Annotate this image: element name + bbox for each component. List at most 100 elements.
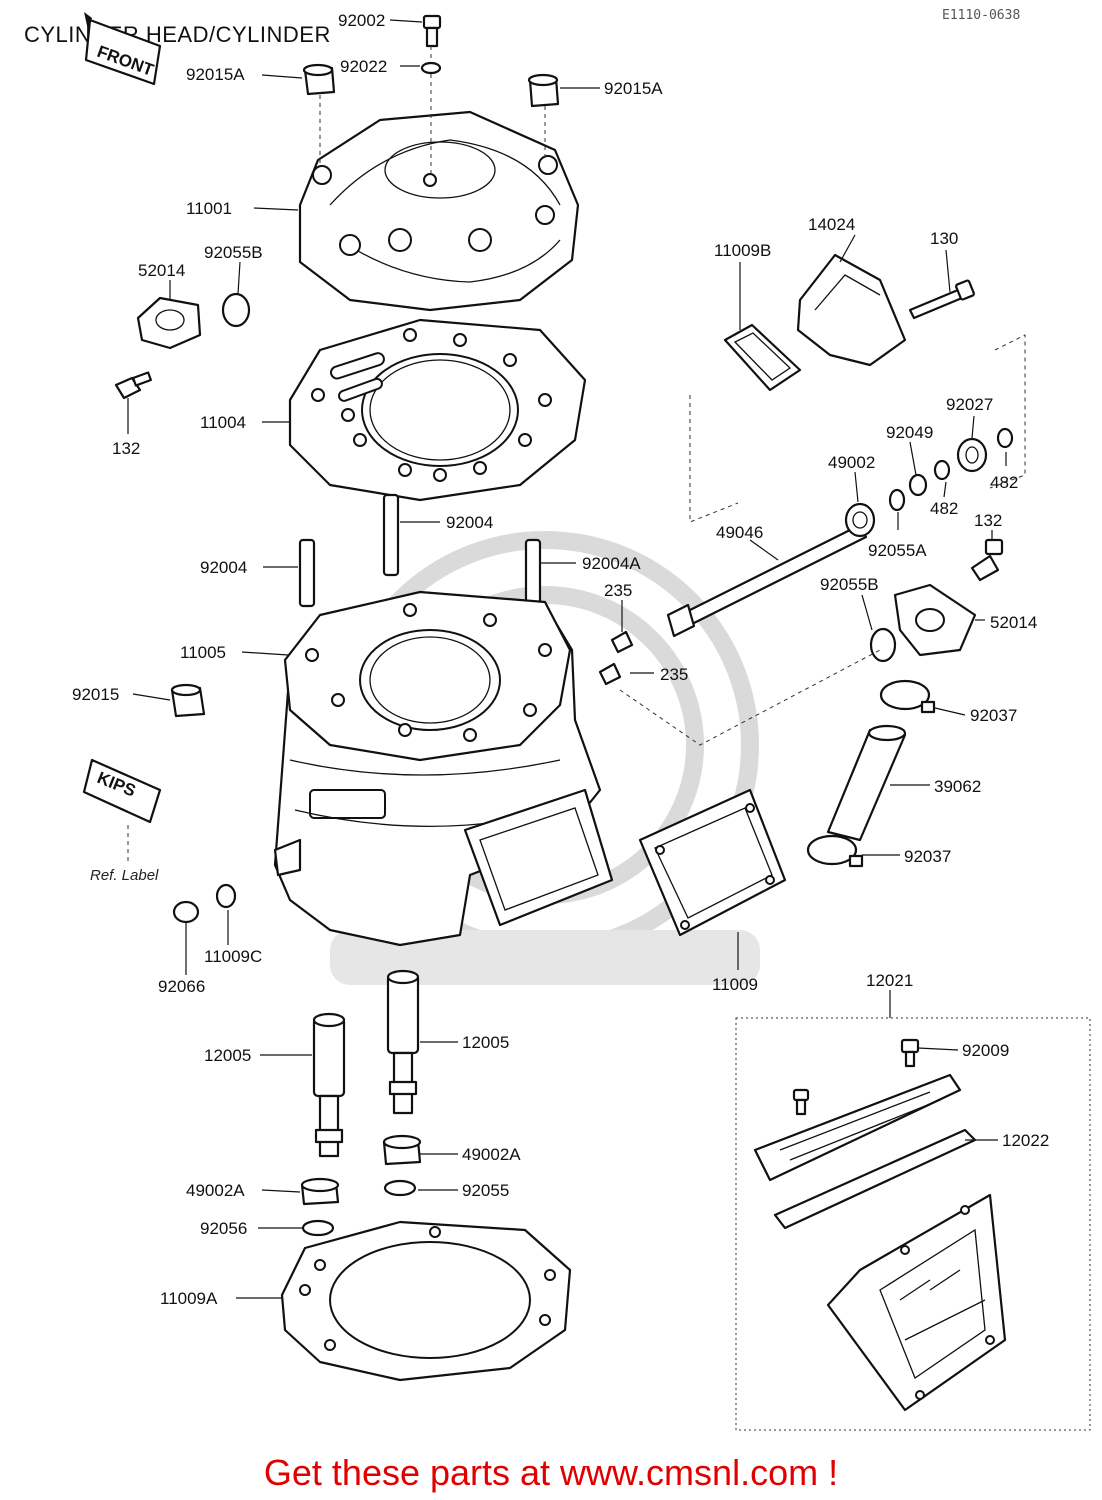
label-92056: 92056 xyxy=(200,1219,247,1238)
bolt-132-right xyxy=(970,538,1004,582)
valve-12005-left xyxy=(312,1012,346,1158)
label-92009: 92009 xyxy=(962,1041,1009,1060)
screw-92009 xyxy=(900,1038,920,1068)
label-130: 130 xyxy=(930,229,958,248)
clamp-92037-upper xyxy=(879,679,936,714)
bushing-49002a-left xyxy=(300,1177,340,1206)
bolt-130 xyxy=(908,279,975,320)
reed-valve-assembly-12021 xyxy=(735,1017,1091,1431)
label-52014-right: 52014 xyxy=(990,613,1037,632)
label-92037-upper: 92037 xyxy=(970,706,1017,725)
label-11009a: 11009A xyxy=(160,1289,218,1308)
bolt-132-left xyxy=(114,371,152,400)
washer-92022 xyxy=(420,61,442,75)
label-92002: 92002 xyxy=(338,11,385,30)
label-92055a: 92055A xyxy=(868,541,927,560)
stud-92004-left xyxy=(298,538,316,608)
label-12021: 12021 xyxy=(866,971,913,990)
label-11009: 11009 xyxy=(712,975,758,994)
label-92015a-right: 92015A xyxy=(604,79,663,98)
leader-lines xyxy=(127,19,1007,1299)
ref-label-text: Ref. Label xyxy=(90,867,159,884)
stud-92004-center xyxy=(382,493,400,577)
label-92015: 92015 xyxy=(72,685,119,704)
label-14024: 14024 xyxy=(808,215,855,234)
water-outlet-52014-left xyxy=(136,296,202,350)
water-outlet-52014-right xyxy=(893,583,977,657)
bushing-49002a-right xyxy=(382,1134,422,1166)
label-49002: 49002 xyxy=(828,453,875,472)
diagram-title: CYLINDER HEAD/CYLINDER xyxy=(24,22,331,47)
washer-11009c xyxy=(215,883,237,909)
label-235-b: 235 xyxy=(660,665,688,684)
washer-92049 xyxy=(908,473,928,497)
oring-92055-right xyxy=(383,1179,417,1197)
front-arrow-icon: FRONT xyxy=(84,12,162,86)
label-92049: 92049 xyxy=(886,423,933,442)
valve-12005-right xyxy=(386,969,420,1115)
label-92055b-right: 92055B xyxy=(820,575,879,594)
cover-14024 xyxy=(796,253,907,367)
kips-ref-label: KIPS xyxy=(82,758,162,824)
clamp-92037-lower xyxy=(806,834,864,868)
label-92004-center: 92004 xyxy=(446,513,493,532)
part-number-labels: 92002 92022 92015A 92015A 11001 92055B 5… xyxy=(72,11,1049,1308)
oring-92055b-left xyxy=(221,292,251,328)
cylinder-head-11001 xyxy=(298,110,580,312)
label-52014-left: 52014 xyxy=(138,261,185,280)
base-gasket-11009a xyxy=(280,1220,572,1382)
label-132-left: 132 xyxy=(112,439,140,458)
label-11005: 11005 xyxy=(180,643,226,662)
rod-49046 xyxy=(666,523,868,638)
cylinder-11005 xyxy=(273,590,614,947)
label-92027: 92027 xyxy=(946,395,993,414)
cap-92015 xyxy=(170,683,206,718)
label-49046: 49046 xyxy=(716,523,763,542)
cap-92015a-left xyxy=(302,63,336,96)
cap-92066 xyxy=(172,900,200,924)
label-92066: 92066 xyxy=(158,977,205,996)
label-49002a-right: 49002A xyxy=(462,1145,521,1164)
label-235-a: 235 xyxy=(604,581,632,600)
cmsnl-footer-link[interactable]: Get these parts at www.cmsnl.com ! xyxy=(263,1452,839,1493)
cap-92015a-right xyxy=(527,73,560,108)
bushing-49002 xyxy=(844,502,876,538)
label-482-b: 482 xyxy=(930,499,958,518)
label-11004: 11004 xyxy=(200,413,246,432)
label-39062: 39062 xyxy=(934,777,981,796)
oring-92055b-right xyxy=(869,627,897,663)
label-92004-left: 92004 xyxy=(200,558,247,577)
gasket-11009b xyxy=(723,323,802,392)
label-92004a: 92004A xyxy=(582,554,641,573)
reed-block xyxy=(826,1193,1007,1412)
fitting-235-b xyxy=(598,662,622,686)
screw-small xyxy=(792,1088,810,1116)
hose-39062 xyxy=(826,724,907,842)
oring-92056 xyxy=(301,1219,335,1237)
clip-482-b xyxy=(996,427,1014,449)
fitting-235-a xyxy=(610,630,634,654)
label-482-a: 482 xyxy=(990,473,1018,492)
label-11009c: 11009C xyxy=(204,947,262,966)
label-49002a-left: 49002A xyxy=(186,1181,245,1200)
label-12022: 12022 xyxy=(1002,1131,1049,1150)
label-12005-right: 12005 xyxy=(462,1033,509,1052)
label-92055b-left: 92055B xyxy=(204,243,263,262)
label-132-right: 132 xyxy=(974,511,1002,530)
head-gasket-11004 xyxy=(288,318,587,502)
diagram-reference-code: E1110-0638 xyxy=(942,8,1021,23)
reed-gasket-11009 xyxy=(638,788,787,937)
reed-stopper-12022 xyxy=(753,1073,962,1182)
label-11001: 11001 xyxy=(186,199,232,218)
label-92055-right: 92055 xyxy=(462,1181,509,1200)
label-92022: 92022 xyxy=(340,57,387,76)
collar-92027 xyxy=(956,437,988,473)
label-92037-lower: 92037 xyxy=(904,847,951,866)
oring-92055a xyxy=(888,488,906,512)
label-11009b: 11009B xyxy=(714,241,771,260)
label-12005-left: 12005 xyxy=(204,1046,251,1065)
bolt-92002 xyxy=(422,14,442,48)
label-92015a-left: 92015A xyxy=(186,65,245,84)
